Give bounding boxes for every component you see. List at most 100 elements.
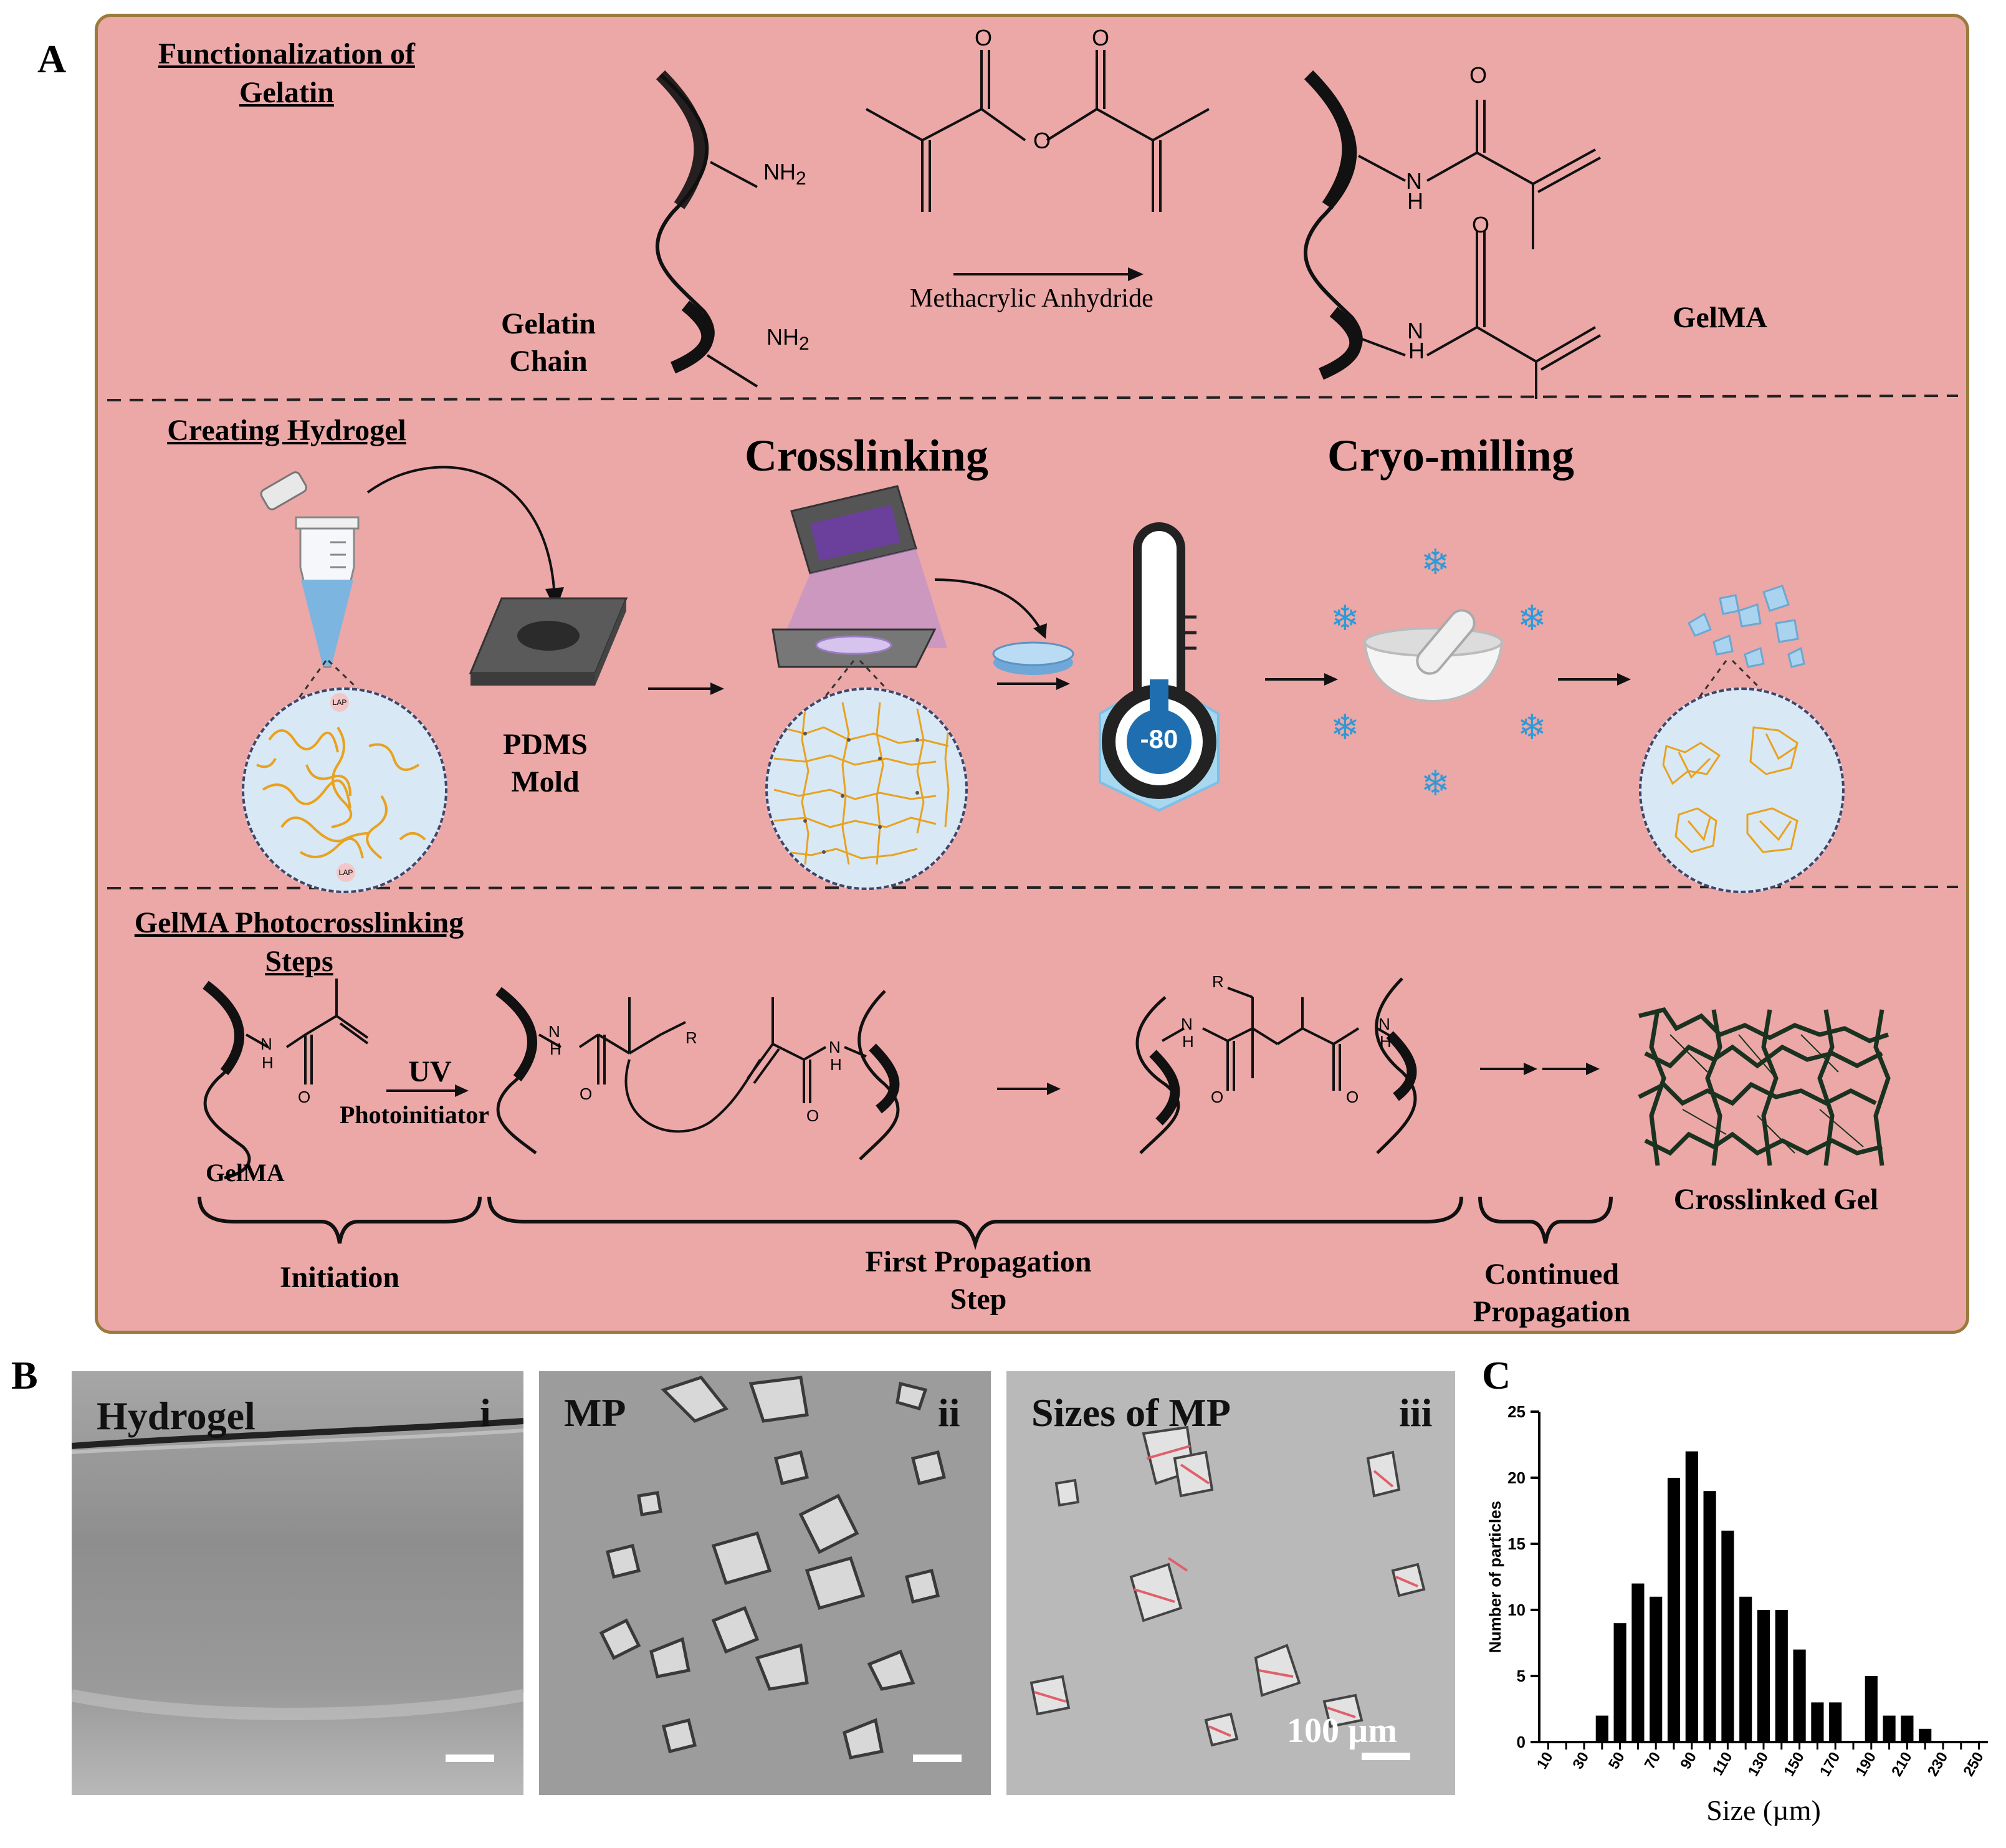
- x-tick-label: 250: [1960, 1750, 1987, 1779]
- histogram-bar: [1631, 1583, 1645, 1742]
- micrograph-mp: MP ii: [539, 1371, 991, 1795]
- scale-bar: [1362, 1753, 1410, 1760]
- x-tick-label: 50: [1605, 1750, 1628, 1773]
- histogram-bar: [1829, 1702, 1842, 1742]
- crosslinked-network-circle: [765, 687, 968, 890]
- histogram-bar: [1865, 1676, 1878, 1742]
- x-tick-label: 10: [1534, 1750, 1557, 1773]
- brace-initiation: [198, 1196, 482, 1244]
- lap-badge-top: LAP: [330, 693, 349, 712]
- histogram-bar: [1685, 1451, 1698, 1742]
- uv-label: UV: [408, 1055, 452, 1088]
- crosslinked-gel-label: Crosslinked Gel: [1673, 1183, 1879, 1216]
- microcentrifuge-tube-icon: [260, 471, 360, 668]
- crosslinking-title: Crosslinking: [745, 431, 988, 481]
- nh2-bottom: NH2: [767, 324, 810, 355]
- propagation-arrow: [997, 1083, 1061, 1095]
- second-h-left: H: [1182, 1032, 1194, 1051]
- second-propagation-structure: [1135, 977, 1417, 1154]
- initiation-h: H: [262, 1053, 274, 1072]
- second-n-right: N: [1378, 1015, 1390, 1033]
- histogram-bar: [1811, 1702, 1824, 1742]
- methacrylic-anhydride-structure: [866, 50, 1210, 212]
- arrow-to-crosslinking: [648, 682, 724, 695]
- anhydride-o-bridge: O: [1033, 128, 1051, 153]
- propagation-n-right: N: [829, 1038, 841, 1056]
- gelatin-chain-line2: Chain: [509, 345, 588, 378]
- micrograph-sizes-index: iii: [1399, 1391, 1433, 1435]
- first-propagation-structure: [495, 987, 900, 1161]
- anhydride-o-right: O: [1092, 25, 1110, 50]
- gelma-product-structure: [1303, 70, 1602, 399]
- continued-propagation-label: Continued Propagation: [1433, 1256, 1670, 1331]
- panel-letter-b: B: [11, 1353, 38, 1397]
- microparticle-network-circle: [1639, 687, 1845, 893]
- pdms-mold-line2: Mold: [511, 765, 580, 798]
- arrow-to-freezer: [934, 578, 1047, 639]
- gelma-n-bottom: N: [1407, 318, 1423, 343]
- second-r: R: [1212, 972, 1224, 991]
- micrograph-sizes-label: Sizes of MP: [1031, 1391, 1231, 1435]
- section-divider-1: [107, 395, 1959, 401]
- pdms-mold-line1: PDMS: [503, 728, 588, 761]
- creating-hydrogel-title: Creating Hydrogel: [167, 414, 406, 447]
- anhydride-o-left: O: [975, 25, 993, 50]
- snowflake-icon: ❄: [1330, 598, 1360, 639]
- propagation-n-left: N: [548, 1022, 560, 1041]
- pdms-mold-icon: [469, 597, 628, 686]
- histogram-bar: [1757, 1610, 1770, 1742]
- histogram-bar: [1613, 1623, 1626, 1742]
- section-divider-2: [107, 886, 1959, 889]
- scale-bar-text: 100 µm: [1287, 1712, 1397, 1750]
- propagation-h-right: H: [830, 1055, 842, 1074]
- gelatin-chain-label: Gelatin Chain: [474, 305, 623, 380]
- y-axis-label: Number of particles: [1486, 1501, 1504, 1653]
- photocrosslinking-title-line1: GelMA Photocrosslinking: [134, 906, 464, 939]
- x-tick-label: 70: [1641, 1750, 1665, 1773]
- pdms-mold-label: PDMS Mold: [477, 726, 614, 801]
- double-arrow-continued: [1480, 1063, 1600, 1075]
- micrograph-mp-label: MP: [564, 1391, 626, 1435]
- y-tick-label: 0: [1517, 1733, 1526, 1751]
- x-tick-label: 190: [1853, 1750, 1879, 1779]
- gelma-initiation-structure: [203, 979, 369, 1180]
- micrograph-mp-index: ii: [938, 1391, 960, 1435]
- methacrylic-anhydride-label: Methacrylic Anhydride: [910, 284, 1153, 313]
- micrograph-hydrogel-index: i: [480, 1391, 491, 1435]
- continued-propagation-line2: Propagation: [1473, 1295, 1631, 1328]
- microparticle-flakes-icon: [1688, 585, 1805, 668]
- first-propagation-line2: Step: [950, 1283, 1007, 1316]
- histogram-bar: [1703, 1491, 1716, 1742]
- cryo-milling-title: Cryo-milling: [1327, 431, 1574, 481]
- x-tick-label: 170: [1817, 1750, 1843, 1779]
- nh2-top: NH2: [763, 159, 806, 189]
- petri-dish-icon: [992, 641, 1074, 675]
- brace-first-propagation: [487, 1196, 1463, 1250]
- second-o-left: O: [1211, 1088, 1224, 1106]
- first-propagation-label: First Propagation Step: [791, 1243, 1165, 1318]
- snowflake-icon: ❄: [1330, 707, 1360, 748]
- initiation-label: Initiation: [279, 1261, 400, 1294]
- y-tick-label: 15: [1507, 1534, 1526, 1553]
- crosslinked-gel-network: [1638, 1007, 1891, 1166]
- histogram-bar: [1793, 1649, 1806, 1742]
- histogram-bar: [1919, 1728, 1932, 1742]
- propagation-r: R: [685, 1028, 697, 1047]
- histogram-bar: [1650, 1596, 1663, 1742]
- functionalization-title-line2: Gelatin: [239, 76, 334, 109]
- gelma-h-bottom: H: [1408, 338, 1425, 363]
- photocrosslinking-title: GelMA Photocrosslinking Steps: [109, 904, 489, 981]
- initiation-o: O: [298, 1088, 311, 1106]
- x-tick-label: 110: [1709, 1750, 1736, 1779]
- scale-bar: [446, 1755, 494, 1762]
- x-tick-label: 130: [1745, 1750, 1772, 1779]
- dashed-zoom-lines-mp: [1647, 659, 1840, 768]
- panel-letter-c: C: [1482, 1353, 1511, 1397]
- x-axis-label: Size (µm): [1706, 1794, 1821, 1826]
- y-tick-label: 10: [1507, 1601, 1526, 1619]
- x-tick-label: 210: [1888, 1750, 1915, 1779]
- histogram-bar: [1883, 1715, 1896, 1742]
- snowflake-icon: ❄: [1421, 542, 1450, 583]
- reaction-arrow: [953, 267, 1144, 281]
- gelma-initiation-label: GelMA: [206, 1159, 285, 1187]
